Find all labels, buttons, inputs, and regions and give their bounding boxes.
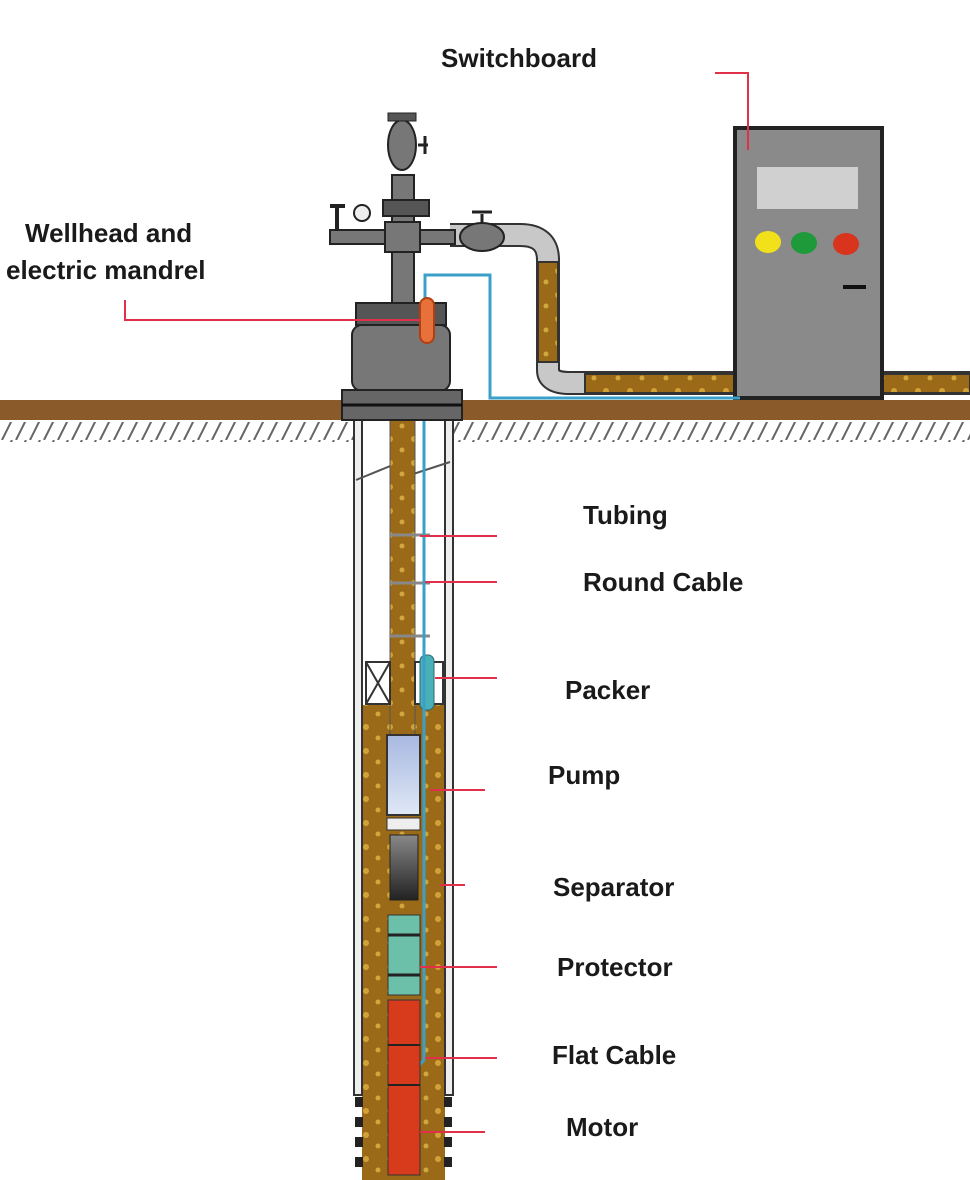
flat-cable-label: Flat Cable	[552, 1040, 677, 1070]
protector-label: Protector	[557, 952, 673, 982]
motor-label: Motor	[566, 1112, 639, 1142]
wellhead	[329, 112, 463, 421]
tubing	[389, 419, 416, 741]
green-indicator-light	[791, 232, 817, 254]
surface-cable	[423, 273, 740, 400]
red-indicator-light	[833, 233, 859, 255]
switchboard-label: Switchboard	[441, 43, 598, 73]
packer-label: Packer	[565, 675, 651, 705]
leader-lines	[124, 72, 749, 1133]
pump	[386, 734, 421, 816]
electric-mandrel	[419, 297, 435, 344]
switchboard-display	[757, 167, 858, 209]
wellhead-label-line2: electric mandrel	[6, 255, 206, 285]
surface-flowline	[450, 210, 970, 395]
packer	[365, 654, 444, 711]
wellhead-label-line1: Wellhead and	[25, 218, 193, 248]
switchboard	[733, 126, 884, 400]
protector	[387, 914, 421, 996]
motor	[387, 999, 421, 1176]
separator-label: Separator	[553, 872, 675, 902]
ground-surface	[0, 400, 970, 442]
yellow-indicator-light	[755, 231, 781, 253]
pump-label: Pump	[548, 760, 621, 790]
round-cable-label: Round Cable	[583, 567, 744, 597]
separator	[389, 834, 419, 901]
tubing-label: Tubing	[583, 500, 668, 530]
